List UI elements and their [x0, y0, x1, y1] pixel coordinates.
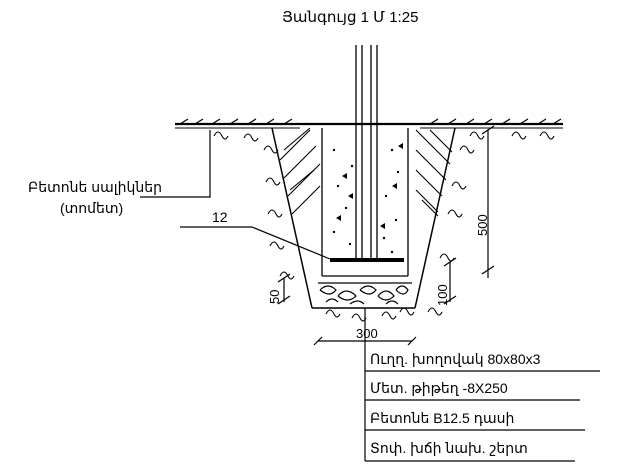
gravel-layer: [318, 282, 412, 305]
legend-item-gravel: Տոփ. խճի նախ. շերտ: [370, 440, 528, 456]
dim-depth-label: 500: [475, 214, 490, 236]
dim-bottom-layer-label: 100: [435, 284, 450, 306]
item-number-label: 12: [212, 209, 228, 225]
legend-table: [364, 308, 600, 462]
steel-post: [355, 45, 378, 258]
dim-side-layer-label: 50: [267, 289, 282, 304]
concrete-tiles-label: Բետոնե սալիկներ: [28, 179, 162, 195]
soil-marks: [213, 131, 555, 322]
legend-item-steel-pipe: Ուղղ. խողովակ 80x80x3: [370, 351, 541, 367]
concrete-tiles-hatch: [279, 127, 453, 217]
ground-surface: [175, 118, 563, 129]
dimension-50: [277, 273, 291, 305]
steel-plate: [330, 258, 404, 262]
callout-leaders: [140, 130, 331, 260]
pit-outline: [271, 127, 456, 309]
legend-item-concrete: Բետոնե B12.5 դասի: [370, 410, 515, 426]
concrete-tiles-sublabel: (տոմետ): [60, 200, 124, 216]
dim-width-label: 300: [356, 326, 378, 341]
dimension-100: [443, 257, 457, 305]
dimension-500: [481, 125, 495, 278]
legend-item-steel-plate: Մետ. թիթեղ -8X250: [370, 380, 508, 396]
drawing-title: Յանգույց 1 Մ 1:25: [282, 9, 419, 26]
concrete-block: [321, 128, 409, 277]
